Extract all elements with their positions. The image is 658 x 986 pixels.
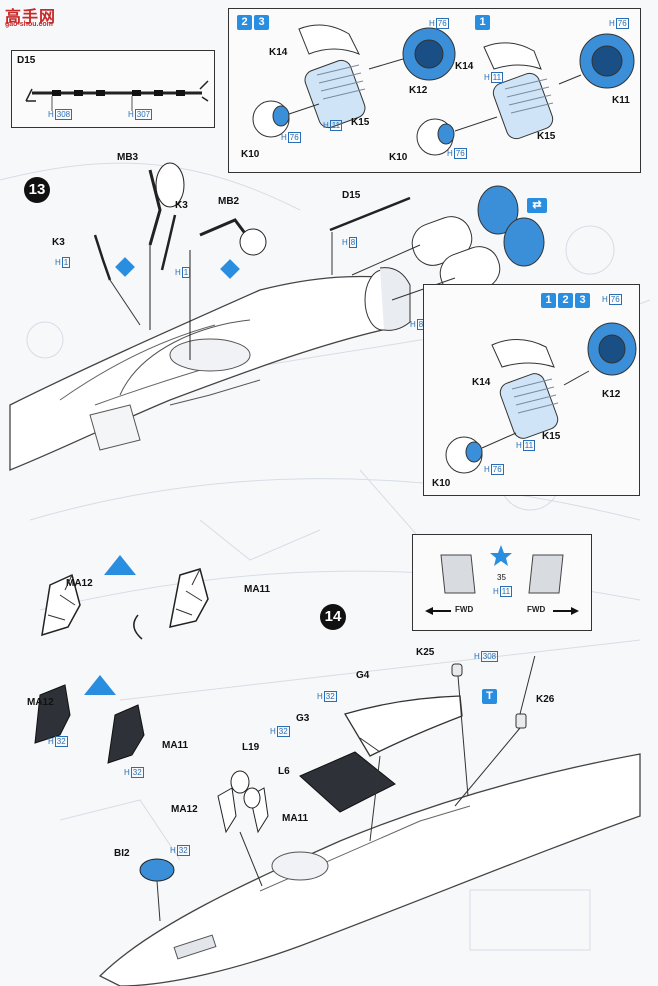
label-k14b: K14 [455,61,474,72]
label-k25: K25 [416,647,435,658]
label-k12-mid: K12 [602,389,621,400]
label-ma12-step14: MA12 [171,804,198,815]
label-k15-mid: K15 [542,431,561,442]
label-k11: K11 [612,95,630,106]
variant-3-badge-mid: 3 [575,293,590,308]
label-mb3: MB3 [117,152,139,163]
label-bi2: BI2 [114,848,130,859]
label-d15: D15 [342,190,361,201]
engine-parts-drawing-mid [445,322,637,474]
label-k14: K14 [269,47,288,58]
label-ma11: MA11 [244,584,271,595]
variant-1-badge: 1 [475,15,490,30]
label-mb2: MB2 [218,196,240,207]
seat-parts-drawing [34,555,209,764]
step-14-badge: 14 [320,604,346,630]
step14-assembly-drawing [98,656,641,986]
decal-number: 35 [497,573,506,582]
logo-brand: 高手网 [5,9,57,26]
variant-2-badge-mid: 2 [558,293,573,308]
label-l6: L6 [278,766,290,777]
label-k10-mid: K10 [432,478,451,489]
label-k26: K26 [536,694,555,705]
label-k15b: K15 [537,131,556,142]
variant-1-badge-mid: 1 [541,293,556,308]
variant-2-badge: 2 [237,15,252,30]
site-logo: 高手网 gao-shou.com [5,3,75,33]
label-k10: K10 [241,149,260,160]
label-k3-left: K3 [52,237,65,248]
engine-parts-drawing-top [252,24,635,156]
variant-3-badge: 3 [254,15,269,30]
label-k10b: K10 [389,152,408,163]
label-k3-right: K3 [175,200,188,211]
label-ma11b: MA11 [162,740,189,751]
d15-title: D15 [17,55,36,66]
fwd-left-label: FWD [455,605,474,614]
fwd-right-label: FWD [527,605,546,614]
label-g3: G3 [296,713,310,724]
label-k14-mid: K14 [472,377,491,388]
label-k12: K12 [409,85,428,96]
label-ma12: MA12 [66,578,93,589]
logo-url: gao-shou.com [5,21,53,28]
decal-drawing [425,545,579,615]
label-ma11-step14: MA11 [282,813,309,824]
step-13-badge: 13 [24,177,50,203]
swap-arrow-badge: ⇄ [527,198,547,213]
label-g4: G4 [356,670,370,681]
label-l19: L19 [242,742,260,753]
engine-variant-box-top: 2 3 1 [228,8,641,173]
antenna-part-drawing [25,80,209,111]
label-k15: K15 [351,117,370,128]
label-ma12b: MA12 [27,697,54,708]
step13-assembly-drawing [9,162,545,471]
blue-marker-badge: T [482,689,497,704]
